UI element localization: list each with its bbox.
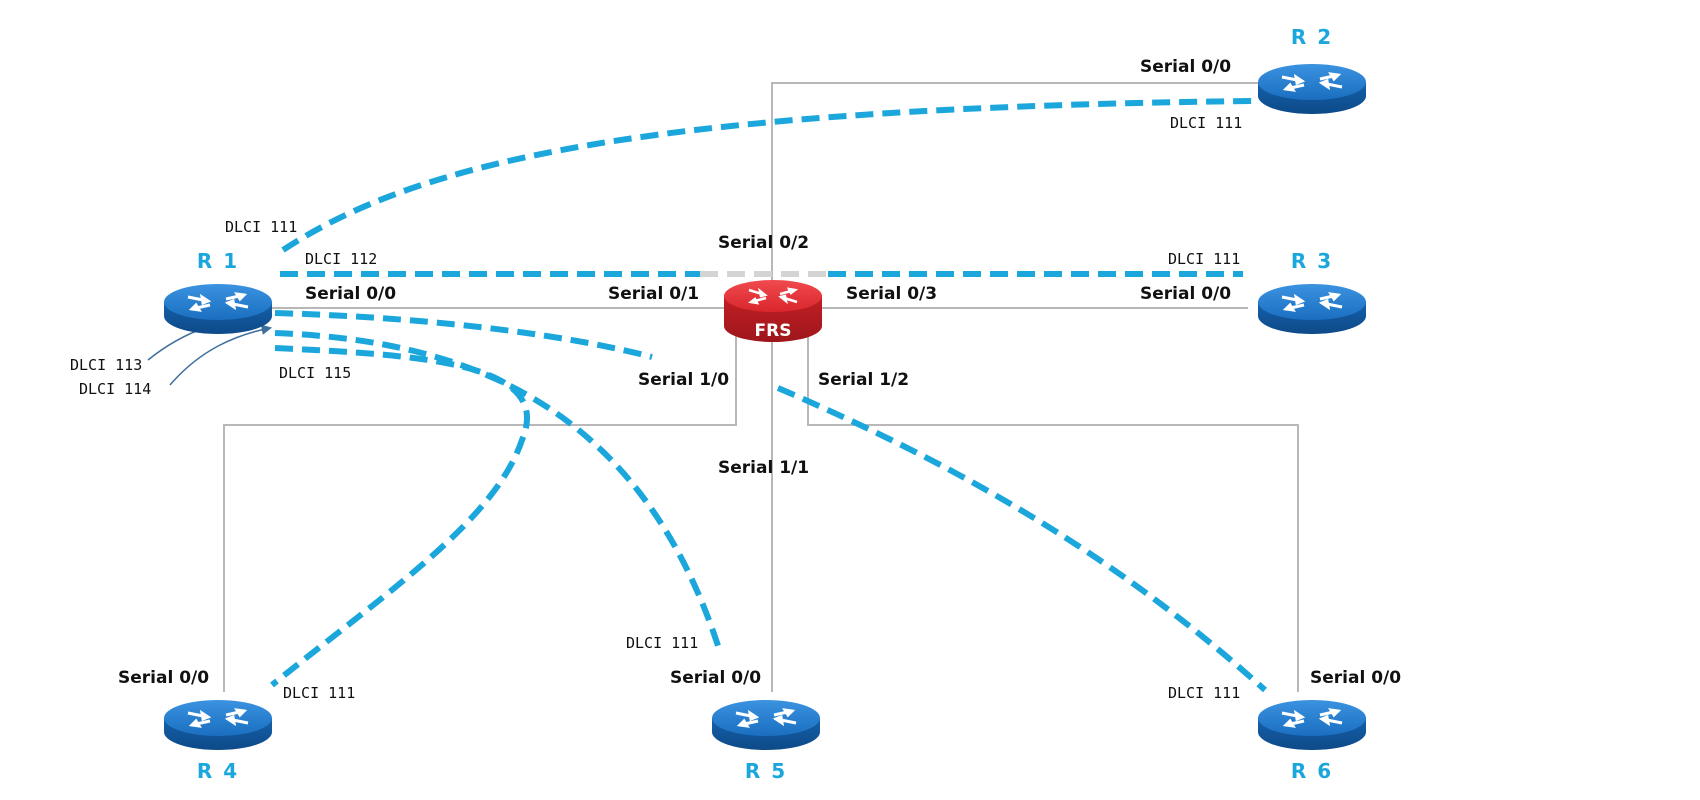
frame-relay-switch-icon bbox=[724, 280, 822, 342]
pvc-frs-r6 bbox=[776, 385, 1268, 693]
r1-dlci-111-label: DLCI 111 bbox=[225, 218, 297, 236]
frs-label: FRS bbox=[755, 321, 792, 341]
router-r6-label: R 6 bbox=[1291, 759, 1333, 783]
r4-dlci-111-label: DLCI 111 bbox=[283, 684, 355, 702]
r6-serial-0-0-label: Serial 0/0 bbox=[1310, 668, 1401, 688]
router-r5-label: R 5 bbox=[745, 759, 787, 783]
r5-serial-0-0-label: Serial 0/0 bbox=[670, 668, 761, 688]
link-r6-frs bbox=[807, 336, 1299, 692]
physical-links bbox=[223, 82, 1299, 692]
router-icon bbox=[1258, 700, 1366, 750]
r1-serial-0-0-label: Serial 0/0 bbox=[305, 284, 396, 304]
r3-dlci-111-label: DLCI 111 bbox=[1168, 250, 1240, 268]
router-r1-label: R 1 bbox=[197, 249, 239, 273]
r1-dlci-113-label: DLCI 113 bbox=[70, 356, 142, 374]
r6-dlci-111-label: DLCI 111 bbox=[1168, 684, 1240, 702]
r2-serial-0-0-label: Serial 0/0 bbox=[1140, 57, 1231, 77]
router-r1[interactable] bbox=[164, 284, 272, 334]
router-r3[interactable] bbox=[1258, 284, 1366, 334]
r4-serial-0-0-label: Serial 0/0 bbox=[118, 668, 209, 688]
frame-relay-switch[interactable]: FRS bbox=[724, 280, 822, 342]
router-icon bbox=[1258, 284, 1366, 334]
router-icon bbox=[164, 700, 272, 750]
pvc-r1-frs-s10 bbox=[274, 310, 653, 360]
link-r4-frs bbox=[223, 336, 737, 692]
frs-serial-1-1-label: Serial 1/1 bbox=[718, 458, 809, 478]
router-icon bbox=[164, 284, 272, 334]
virtual-circuits bbox=[270, 98, 1268, 693]
frs-serial-0-3-label: Serial 0/3 bbox=[846, 284, 937, 304]
frs-serial-0-2-label: Serial 0/2 bbox=[718, 233, 809, 253]
frs-serial-1-2-label: Serial 1/2 bbox=[818, 370, 909, 390]
router-icon bbox=[712, 700, 820, 750]
router-r4[interactable] bbox=[164, 700, 272, 750]
router-r5[interactable] bbox=[712, 700, 820, 750]
router-r6[interactable] bbox=[1258, 700, 1366, 750]
pvc-r1-r5 bbox=[274, 330, 723, 653]
link-r2-frs bbox=[771, 82, 1258, 283]
r3-serial-0-0-label: Serial 0/0 bbox=[1140, 284, 1231, 304]
router-r4-label: R 4 bbox=[197, 759, 239, 783]
r1-dlci-112-label: DLCI 112 bbox=[305, 250, 377, 268]
r1-dlci-115-label: DLCI 115 bbox=[279, 364, 351, 382]
router-r3-label: R 3 bbox=[1291, 249, 1333, 273]
pvc-r1-r2 bbox=[281, 98, 1254, 253]
frs-serial-0-1-label: Serial 0/1 bbox=[608, 284, 699, 304]
router-r2-label: R 2 bbox=[1291, 25, 1333, 49]
pvc-r1-r4 bbox=[270, 345, 531, 688]
router-r2[interactable] bbox=[1258, 64, 1366, 114]
r2-dlci-111-label: DLCI 111 bbox=[1170, 114, 1242, 132]
router-icon bbox=[1258, 64, 1366, 114]
r5-dlci-111-label: DLCI 111 bbox=[626, 634, 698, 652]
frs-serial-1-0-label: Serial 1/0 bbox=[638, 370, 729, 390]
r1-dlci-114-label: DLCI 114 bbox=[79, 380, 151, 398]
arrow-dlci-114 bbox=[169, 324, 273, 386]
